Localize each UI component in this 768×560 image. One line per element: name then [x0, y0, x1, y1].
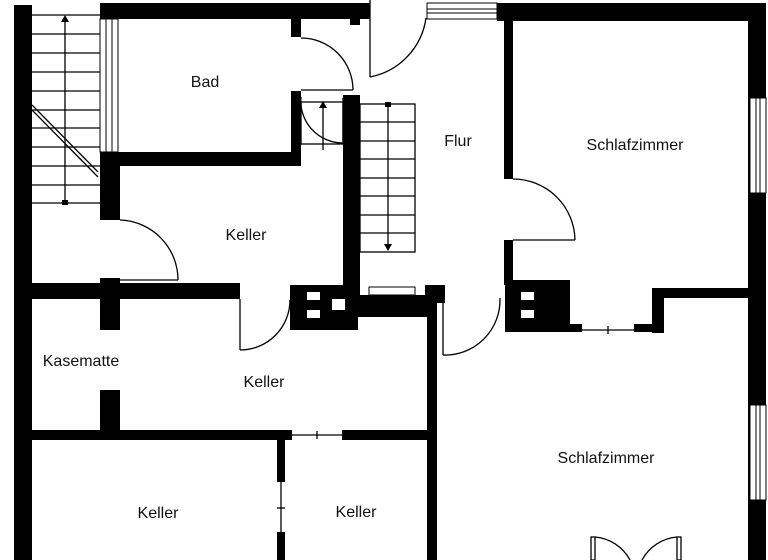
room-label-bad: Bad: [190, 74, 220, 91]
windows: [99, 2, 767, 501]
room-label-schlafzimmer-2: Schlafzimmer: [557, 450, 655, 467]
chimney-flues: [307, 292, 534, 318]
room-label-kasematte: Kasematte: [42, 353, 120, 370]
room-label-keller-4: Keller: [335, 504, 377, 521]
room-label-flur: Flur: [444, 133, 472, 150]
room-label-schlafzimmer-1: Schlafzimmer: [586, 137, 684, 154]
walls: [14, 3, 766, 560]
room-label-keller-1: Keller: [225, 227, 267, 244]
room-label-keller-3: Keller: [137, 505, 179, 522]
doors: [119, 0, 682, 560]
room-label-keller-2: Keller: [243, 374, 285, 391]
stair-arrows: [61, 15, 392, 251]
